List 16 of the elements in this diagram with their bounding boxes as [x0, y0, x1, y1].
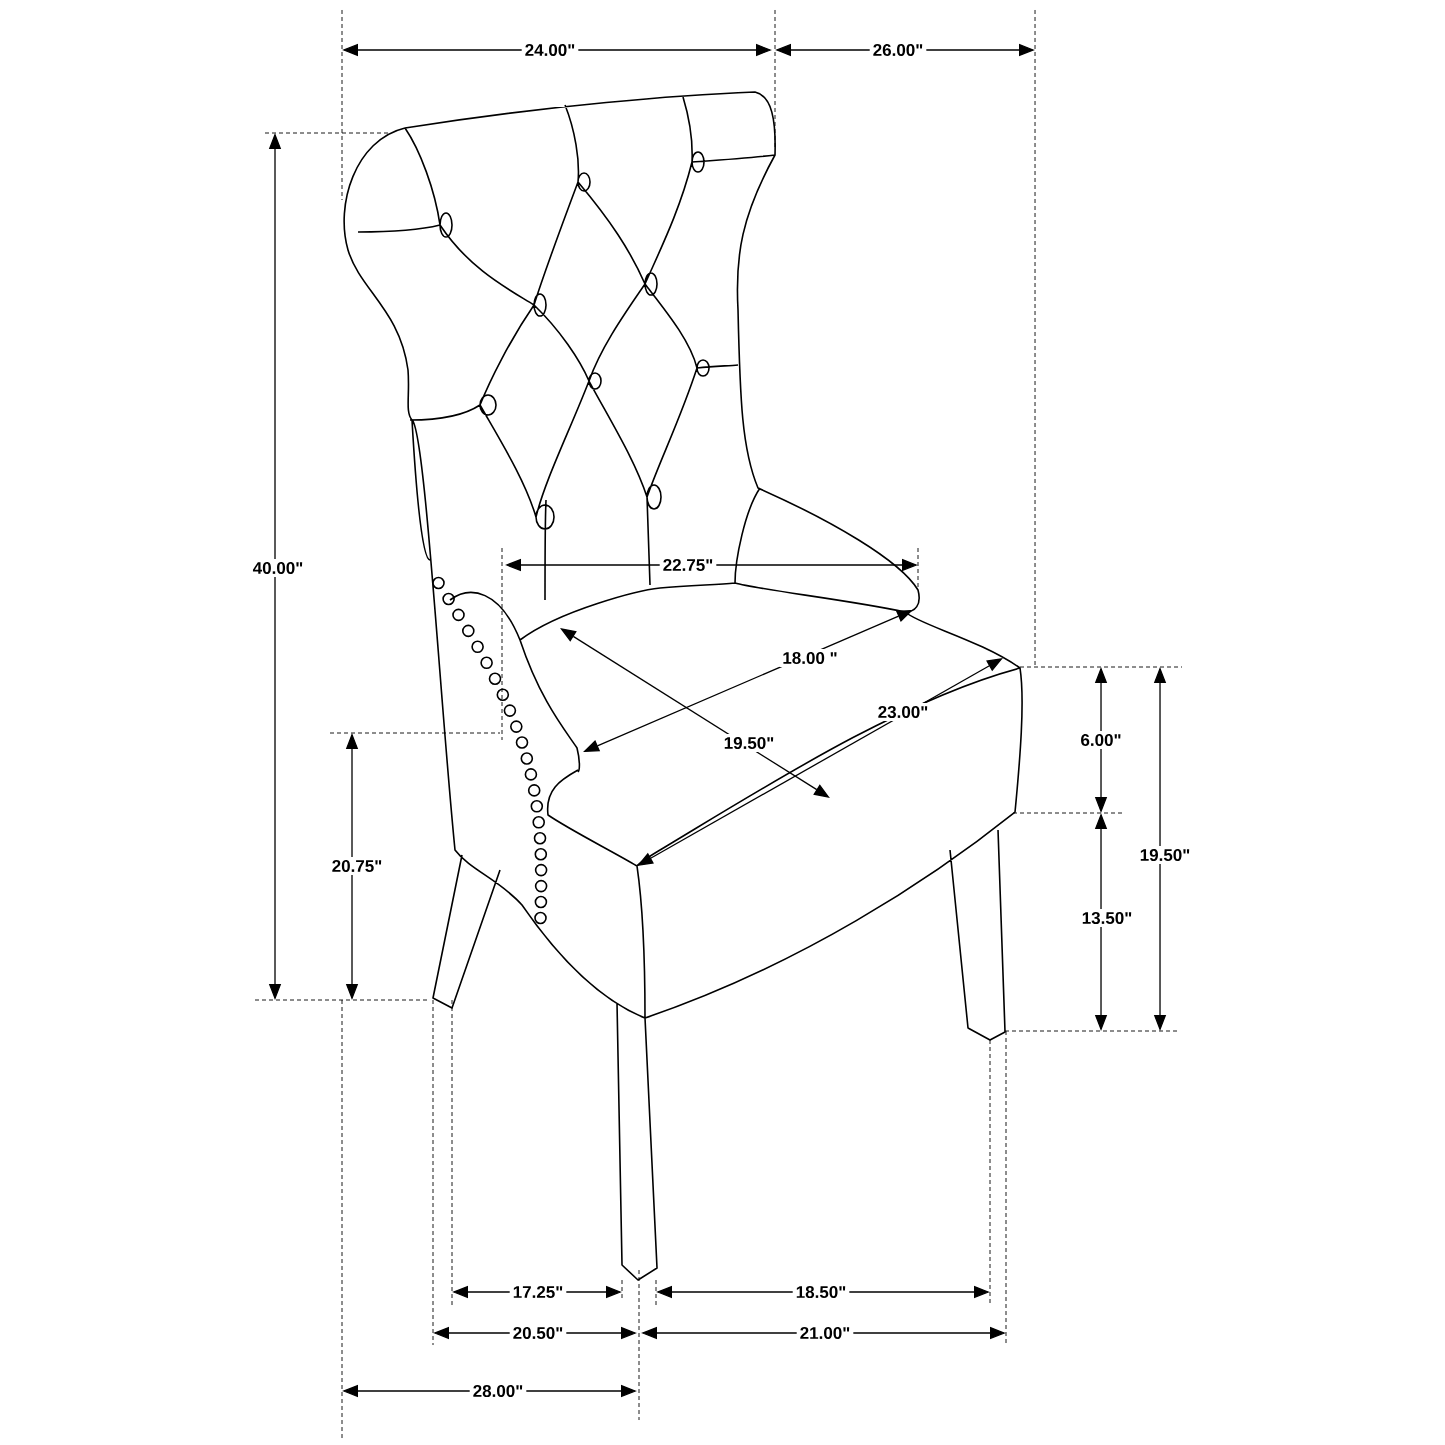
- dimension-label: 17.25": [509, 1283, 567, 1302]
- dimension-label: 19.50": [720, 734, 778, 753]
- dimension-label: 6.00": [1077, 731, 1125, 750]
- dimension-label: 24.00": [521, 41, 579, 59]
- dimension-label: 40.00": [249, 559, 307, 577]
- dimension-label: 13.50": [1078, 909, 1136, 928]
- dimension-label: 21.00": [796, 1324, 854, 1343]
- dimension-label: 26.00": [869, 41, 927, 59]
- dimension-label: 18.50": [792, 1283, 850, 1302]
- dimension-label: 20.75": [328, 857, 386, 876]
- dimension-label: 18.00 ": [779, 649, 841, 668]
- dimension-label: 22.75": [659, 556, 717, 574]
- dimension-label: 28.00": [469, 1382, 527, 1401]
- dimension-label: 23.00": [874, 703, 932, 722]
- dimension-label: 20.50": [509, 1324, 567, 1343]
- dimension-label: 19.50": [1136, 846, 1194, 865]
